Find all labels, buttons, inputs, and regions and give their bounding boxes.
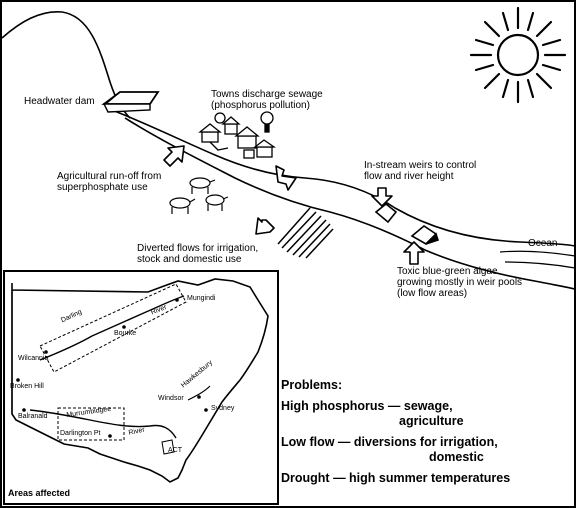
arrow-icons <box>163 145 425 265</box>
label-towns-sewage-line-1: Towns discharge sewage <box>211 89 323 100</box>
arrow-algae <box>403 241 425 265</box>
label-instream-weirs-line-1: In-stream weirs to control <box>364 160 477 171</box>
label-toxic-algae: Toxic blue-green algae growing mostly in… <box>397 266 522 299</box>
problem-low-flow-head: Low flow — diversions for irrigation, <box>281 435 498 449</box>
map-label-mungindi: Mungindi <box>187 295 216 302</box>
problem-drought: Drought — high summer temperatures <box>281 471 511 485</box>
livestock-icon <box>169 177 229 214</box>
problem-high-phosphorus: High phosphorus — sewage, agriculture <box>281 399 573 429</box>
map-label-sydney: Sydney <box>211 405 235 412</box>
map-town-dots <box>16 298 208 438</box>
arrow-weirs <box>371 187 393 207</box>
problems-title: Problems: <box>281 378 343 392</box>
label-ocean: Ocean <box>528 238 558 249</box>
map-label-darlington-pt: Darlington Pt <box>60 430 101 437</box>
arrow-diverted <box>255 217 275 235</box>
label-towns-sewage: Towns discharge sewage (phosphorus pollu… <box>211 89 323 111</box>
darling-region <box>39 283 187 373</box>
label-toxic-algae-line-2: growing mostly in weir pools <box>397 277 523 288</box>
label-diverted-flows-line-1: Diverted flows for irrigation, <box>137 243 259 254</box>
map-label-windsor: Windsor <box>158 395 184 402</box>
map-label-bourke: Bourke <box>114 330 137 337</box>
problem-high-phosphorus-cont: agriculture <box>399 414 464 428</box>
label-towns-sewage-line-2: (phosphorus pollution) <box>211 100 310 111</box>
label-toxic-algae-line-1: Toxic blue-green algae <box>397 266 498 277</box>
arrow-runoff <box>163 145 185 167</box>
map-caption: Areas affected <box>8 488 71 498</box>
map-label-balranald: Balranald <box>18 413 48 420</box>
problems-block: Problems: High phosphorus — sewage, agri… <box>281 378 573 492</box>
map-label-act: ACT <box>168 447 182 454</box>
river-lower-bank <box>124 117 576 290</box>
map-inset-border <box>3 270 279 505</box>
map-label-broken-hill: Broken Hill <box>10 383 44 390</box>
darling-river <box>39 295 185 361</box>
problem-low-flow-cont: domestic <box>429 450 484 464</box>
label-headwater-dam: Headwater dam <box>24 96 95 107</box>
label-instream-weirs-line-2: flow and river height <box>364 171 454 182</box>
map-label-wilcannia: Wilcannia <box>18 355 49 362</box>
label-agricultural-runoff: Agricultural run-off from superphosphate… <box>57 171 161 193</box>
murrumbidgee-region <box>57 407 125 441</box>
label-toxic-algae-line-3: (low flow areas) <box>397 288 468 299</box>
town-houses-icon <box>198 111 277 159</box>
coast-line-2 <box>504 261 576 269</box>
murrumbidgee-river <box>29 409 177 439</box>
problem-high-phosphorus-head: High phosphorus — sewage, <box>281 399 453 413</box>
headwater-dam-icon <box>101 91 160 113</box>
sun-icon <box>469 6 567 104</box>
nsw-outline <box>11 278 269 483</box>
arrow-sewage <box>275 165 297 191</box>
label-diverted-flows: Diverted flows for irrigation, stock and… <box>137 243 258 265</box>
label-agricultural-runoff-line-1: Agricultural run-off from <box>57 171 162 182</box>
act-region <box>161 439 175 455</box>
label-agricultural-runoff-line-2: superphosphate use <box>57 182 148 193</box>
river-upper-bank <box>111 109 576 247</box>
problem-low-flow: Low flow — diversions for irrigation, do… <box>281 435 573 465</box>
label-diverted-flows-line-2: stock and domestic use <box>137 254 242 265</box>
hawkesbury-river <box>187 385 211 401</box>
label-instream-weirs: In-stream weirs to control flow and rive… <box>364 160 476 182</box>
weir-icon <box>374 202 440 245</box>
coast-line-1 <box>499 250 576 257</box>
irrigation-furrows-icon <box>277 207 334 259</box>
